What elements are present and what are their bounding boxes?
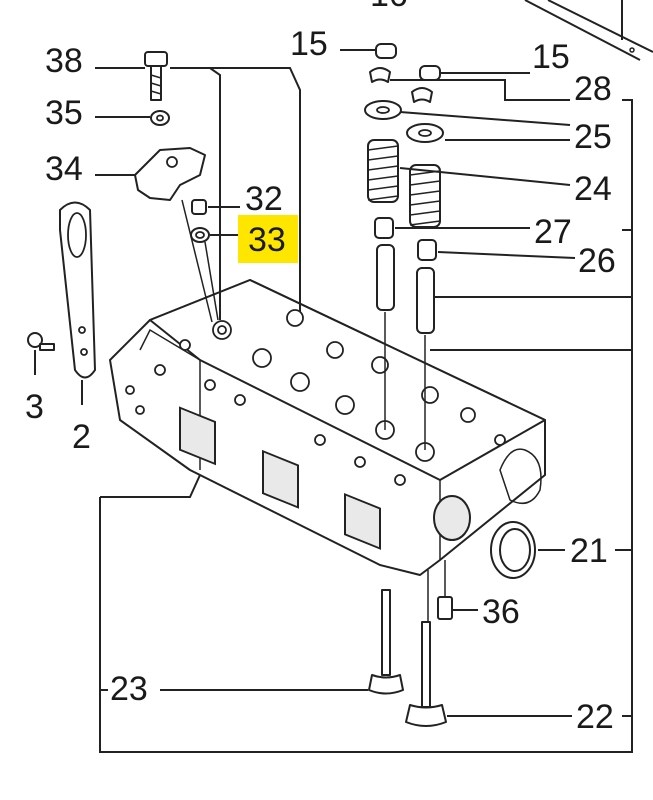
frame-lines — [99, 99, 633, 753]
bracket-34 — [95, 147, 206, 201]
label-2: 2 — [72, 418, 91, 456]
label-34: 34 — [45, 150, 83, 188]
washer-35 — [95, 110, 170, 126]
label-38: 38 — [45, 42, 83, 80]
collets-28 — [369, 67, 570, 103]
highlight-33 — [238, 215, 298, 263]
label-23: 23 — [110, 670, 148, 708]
valve-guides — [376, 244, 435, 450]
label-25: 25 — [574, 118, 612, 156]
label-35: 35 — [45, 94, 83, 132]
label-32: 32 — [245, 180, 283, 218]
seal-ring-33 — [190, 227, 240, 243]
label-3: 3 — [25, 388, 44, 426]
label-15-right: 15 — [532, 38, 570, 76]
part-labels: 16 38 35 34 32 33 15 15 28 25 24 27 26 3… — [25, 0, 616, 736]
label-15-left: 15 — [290, 25, 328, 63]
dowel-pin-36 — [437, 560, 478, 620]
sleeve-ring-21 — [490, 521, 632, 579]
label-22: 22 — [576, 698, 614, 736]
plug-32 — [191, 199, 240, 215]
bolt-38 — [95, 51, 168, 101]
stem-seals — [374, 217, 576, 261]
label-27: 27 — [534, 213, 572, 251]
label-36: 36 — [482, 593, 520, 631]
cylinder-head — [109, 279, 546, 576]
label-26: 26 — [578, 242, 616, 280]
label-21: 21 — [570, 532, 608, 570]
valve-caps-15 — [340, 43, 530, 81]
top-right-frame — [524, 0, 653, 61]
label-28: 28 — [574, 70, 612, 108]
leaders-32-33 — [170, 67, 301, 323]
label-24: 24 — [574, 170, 612, 208]
springs-24 — [367, 139, 571, 228]
label-16-partial: 16 — [370, 0, 408, 14]
intake-valve-23 — [100, 589, 404, 695]
label-33: 33 — [248, 221, 286, 259]
retainers-25 — [364, 100, 571, 143]
lifting-plate-2 — [59, 201, 96, 405]
exhaust-valve-22 — [405, 570, 632, 727]
bolt-3 — [27, 332, 55, 375]
